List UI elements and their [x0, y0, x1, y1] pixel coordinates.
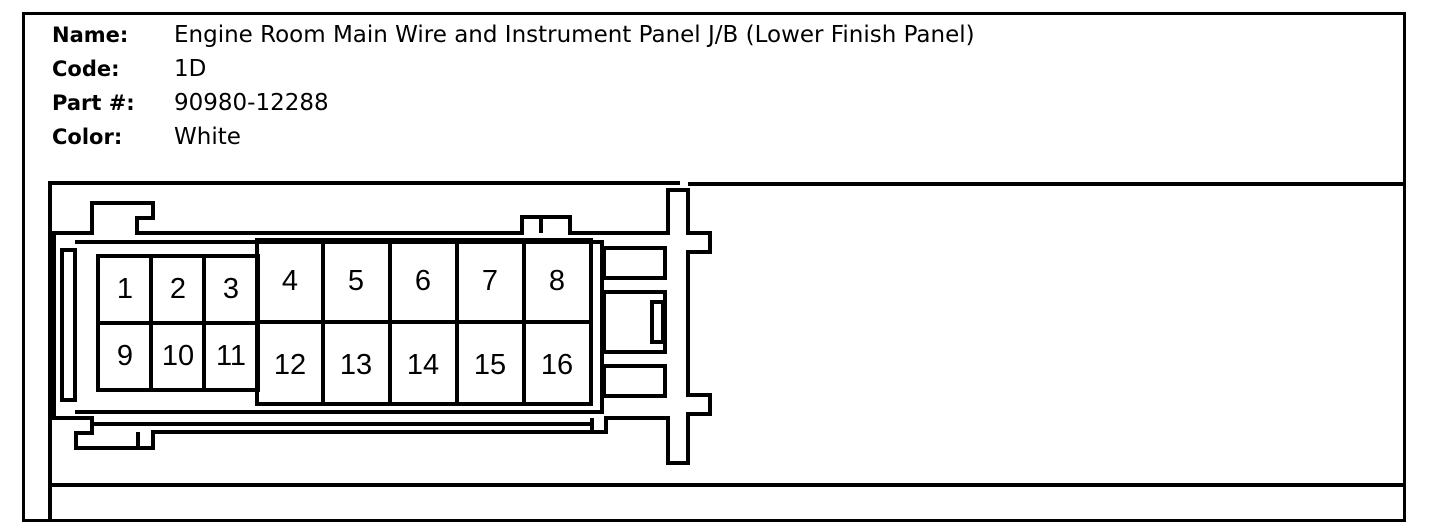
pin-9-label: 9 [117, 340, 133, 372]
lock-window-top [602, 246, 667, 280]
connector-housing-outline [52, 188, 712, 465]
lock-tab [650, 300, 665, 344]
pin-8-label: 8 [549, 265, 565, 297]
pin-6-label: 6 [415, 265, 431, 297]
color-value: White [174, 124, 241, 150]
part-value: 90980-12288 [174, 90, 329, 116]
pin-4-label: 4 [282, 265, 298, 297]
name-label: Name: [52, 23, 129, 47]
pin-15-label: 15 [474, 349, 506, 381]
pin-14-label: 14 [407, 349, 439, 381]
pin-1-label: 1 [117, 273, 133, 305]
name-value: Engine Room Main Wire and Instrument Pan… [174, 22, 975, 48]
pin-2-label: 2 [170, 273, 186, 305]
pin-12-label: 12 [274, 349, 306, 381]
pin-16-label: 16 [541, 349, 573, 381]
pin-11-label: 11 [216, 340, 246, 372]
code-label: Code: [52, 57, 120, 81]
pin-10-label: 10 [162, 340, 194, 372]
color-label: Color: [52, 125, 123, 149]
pin-5-label: 5 [348, 265, 364, 297]
lock-window-bottom [602, 364, 667, 398]
code-value: 1D [174, 56, 207, 82]
part-label: Part #: [52, 91, 135, 115]
diagram-frame [22, 12, 1406, 522]
connector-inner-wall [60, 248, 77, 402]
pin-7-label: 7 [482, 265, 498, 297]
pin-3-label: 3 [223, 273, 239, 305]
pin-13-label: 13 [340, 349, 372, 381]
